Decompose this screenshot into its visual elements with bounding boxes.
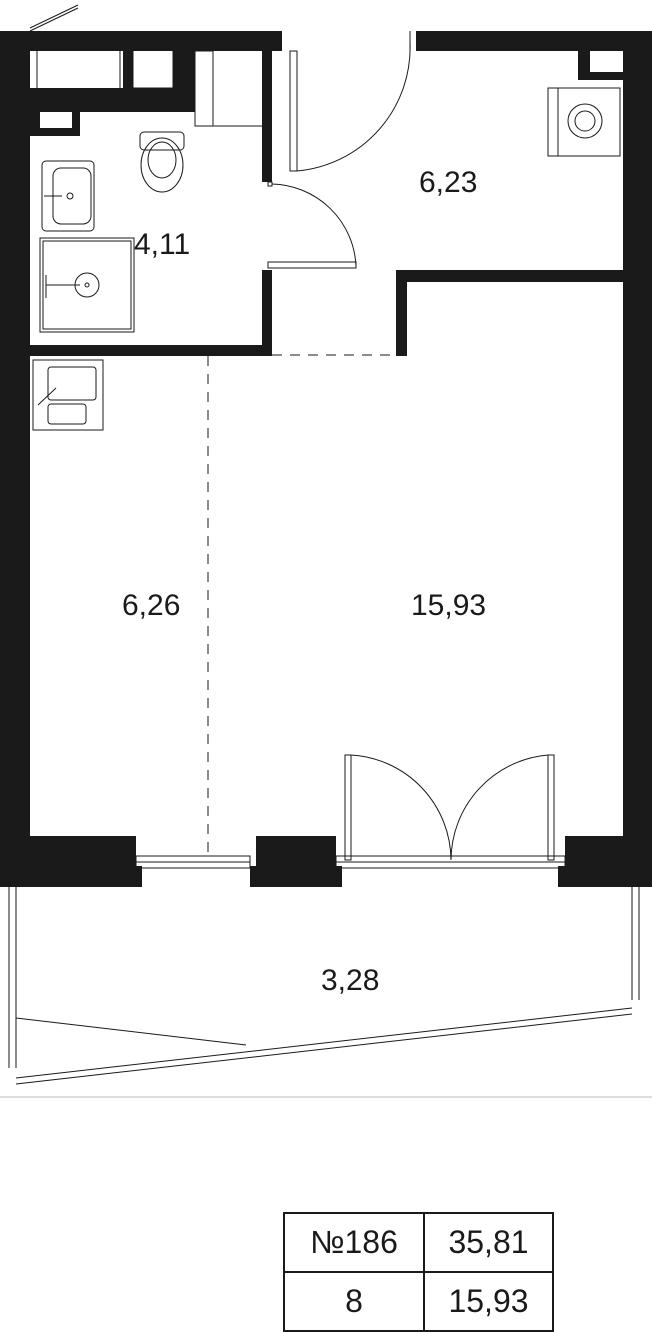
walls bbox=[0, 31, 652, 887]
apartment-info-table: №186 35,81 8 15,93 bbox=[283, 1212, 554, 1332]
total-area: 35,81 bbox=[423, 1212, 554, 1273]
toilet-icon bbox=[139, 131, 185, 151]
info-row: 8 15,93 bbox=[283, 1271, 554, 1332]
living-area-label: 15,93 bbox=[411, 589, 486, 622]
floor-number: 8 bbox=[283, 1271, 425, 1332]
bathroom-area-label: 4,11 bbox=[134, 228, 190, 261]
fixtures bbox=[0, 4, 652, 1098]
apartment-number: №186 bbox=[283, 1212, 425, 1273]
living-area: 15,93 bbox=[423, 1271, 554, 1332]
washing-machine-icon bbox=[547, 87, 621, 157]
kitchen-sink-icon bbox=[32, 359, 104, 431]
info-row: №186 35,81 bbox=[283, 1212, 554, 1273]
hall-area-label: 6,23 bbox=[419, 166, 477, 199]
kitchen-area-label: 6,26 bbox=[122, 589, 180, 622]
zone-dividers bbox=[207, 354, 396, 858]
shower-icon bbox=[39, 237, 135, 333]
balcony-area-label: 3,28 bbox=[321, 964, 379, 997]
sink-icon bbox=[41, 160, 95, 232]
